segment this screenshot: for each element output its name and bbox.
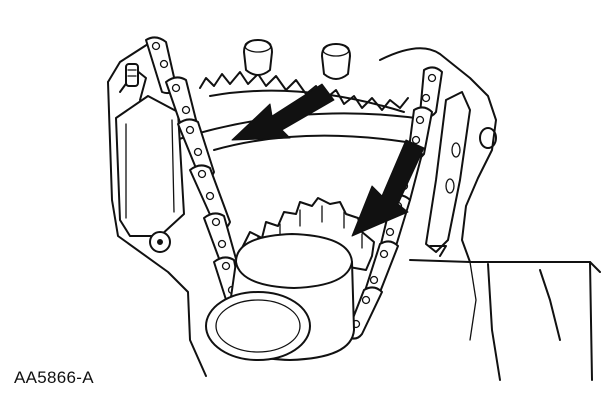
crankshaft-snout	[205, 233, 355, 361]
arrow-icon	[351, 139, 425, 237]
figure-id-label: AA5866-A	[14, 368, 94, 387]
dowel-pins	[243, 39, 351, 80]
camshaft-sprocket	[199, 71, 409, 113]
arrow-icon	[231, 83, 335, 141]
chain-tensioner	[115, 63, 185, 253]
chain-guide-right	[425, 91, 471, 257]
